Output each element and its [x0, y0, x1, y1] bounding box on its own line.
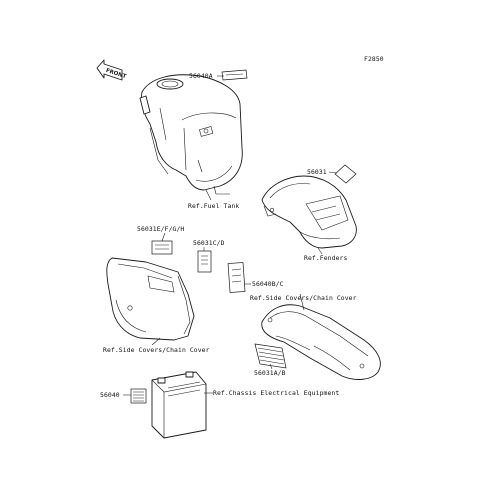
decal-56031EFGH	[151, 240, 173, 255]
reference-label: Ref.Chassis Electrical Equipment	[213, 389, 340, 397]
reference-label: Ref.Side Covers/Chain Cover	[103, 346, 210, 354]
reference-label: Ref.Side Covers/Chain Cover	[250, 294, 357, 302]
decal-56031	[334, 164, 357, 184]
reference-label: Ref.Fenders	[304, 254, 348, 262]
part-label: 56031A/B	[254, 369, 286, 377]
decal-56031CD	[197, 250, 212, 273]
part-label: 56031	[307, 168, 327, 176]
front-arrow-icon: FRONT	[96, 59, 127, 81]
decal-56040A	[221, 69, 248, 81]
decal-56040	[130, 388, 147, 404]
rear-fender	[261, 175, 357, 249]
decal-56031AB	[254, 343, 287, 369]
chain-cover	[261, 304, 381, 380]
side-cover-left	[106, 257, 195, 341]
reference-label: Ref.Fuel Tank	[188, 202, 240, 210]
fuel-tank	[139, 74, 243, 195]
decal-56040BC	[227, 262, 246, 293]
part-label: 56040B/C	[252, 280, 284, 288]
part-label: 56031C/D	[193, 239, 225, 247]
battery	[151, 371, 207, 439]
leader-lines	[123, 75, 338, 396]
part-label: 56040	[100, 391, 120, 399]
part-label: 56040A	[189, 72, 213, 80]
part-label: 56031E/F/G/H	[137, 225, 185, 233]
figure-code: F2850	[364, 55, 384, 63]
